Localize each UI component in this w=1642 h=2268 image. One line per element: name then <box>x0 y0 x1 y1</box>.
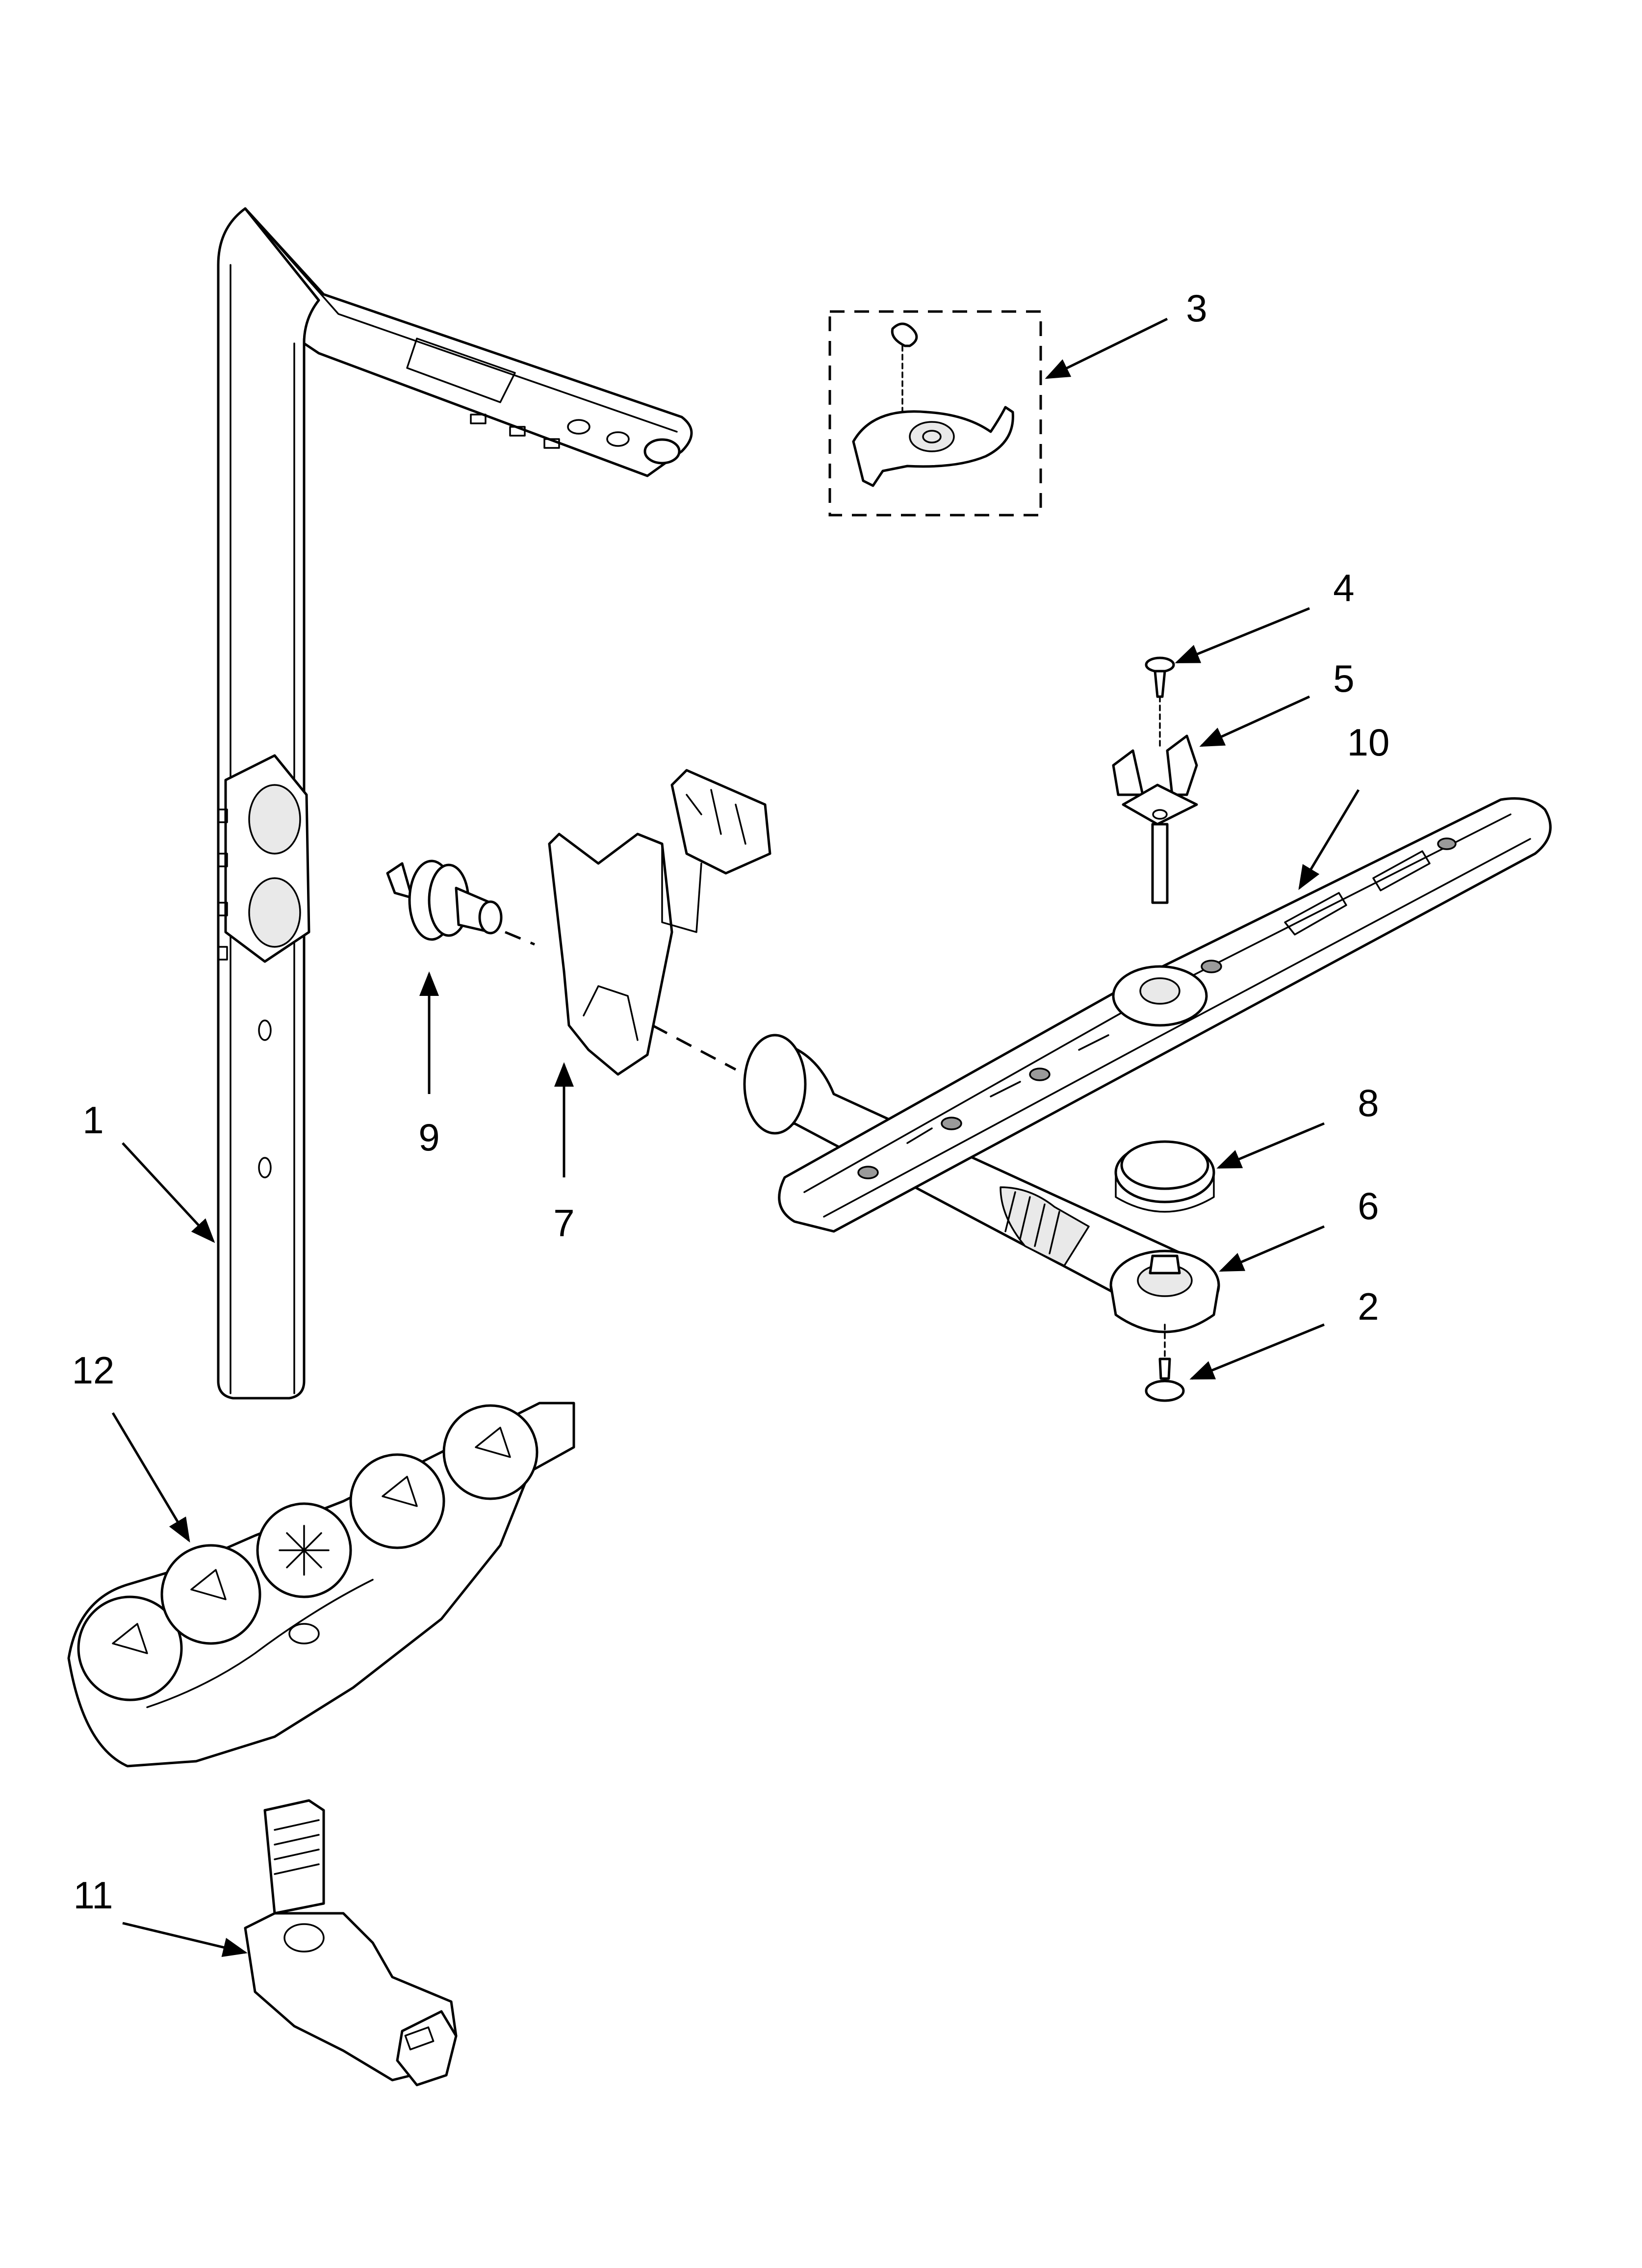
leader-10 <box>1298 789 1360 890</box>
callout-9: 9 <box>418 1116 439 1159</box>
leader-5 <box>1199 695 1310 747</box>
callout-4: 4 <box>1333 566 1354 609</box>
part-9-plug <box>386 860 535 946</box>
part-7-bracket <box>548 769 771 1076</box>
part-5-bearing-clip <box>1112 734 1198 904</box>
leader-8 <box>1216 1122 1325 1169</box>
part-10-spray-arm <box>743 797 1552 1302</box>
callout-3: 3 <box>1186 287 1207 330</box>
callout-6: 6 <box>1358 1184 1379 1227</box>
callout-8: 8 <box>1358 1081 1379 1124</box>
callout-11: 11 <box>74 1874 113 1917</box>
callout-2: 2 <box>1358 1285 1379 1328</box>
leader-6 <box>1219 1225 1325 1272</box>
leader-4 <box>1175 607 1310 664</box>
part-12-manifold <box>67 1402 575 1768</box>
callout-10: 10 <box>1347 721 1390 764</box>
leader-12 <box>111 1412 190 1543</box>
part-11-connector <box>244 1799 458 2086</box>
part-1-vertical-spray-tube <box>217 207 693 1400</box>
part-2-screw <box>1145 1324 1185 1402</box>
leader-lines <box>111 317 1360 1957</box>
part-3-mount-kit <box>828 310 1042 517</box>
manifold-sprinkler-pattern <box>279 1525 330 1576</box>
leader-3 <box>1045 317 1168 379</box>
leader-2 <box>1189 1323 1325 1380</box>
leader-11 <box>122 1922 248 1957</box>
part-8-seal-ring <box>1114 1140 1215 1213</box>
part-4-screw <box>1145 656 1175 747</box>
callout-12: 12 <box>72 1349 115 1392</box>
callout-7: 7 <box>553 1201 574 1245</box>
callout-labels: 1 2 3 4 5 6 7 8 9 10 11 12 <box>72 287 1390 1917</box>
callout-1: 1 <box>82 1098 103 1142</box>
part-6-hub <box>1109 1250 1220 1333</box>
callout-5: 5 <box>1333 657 1354 700</box>
leader-1 <box>122 1142 215 1243</box>
